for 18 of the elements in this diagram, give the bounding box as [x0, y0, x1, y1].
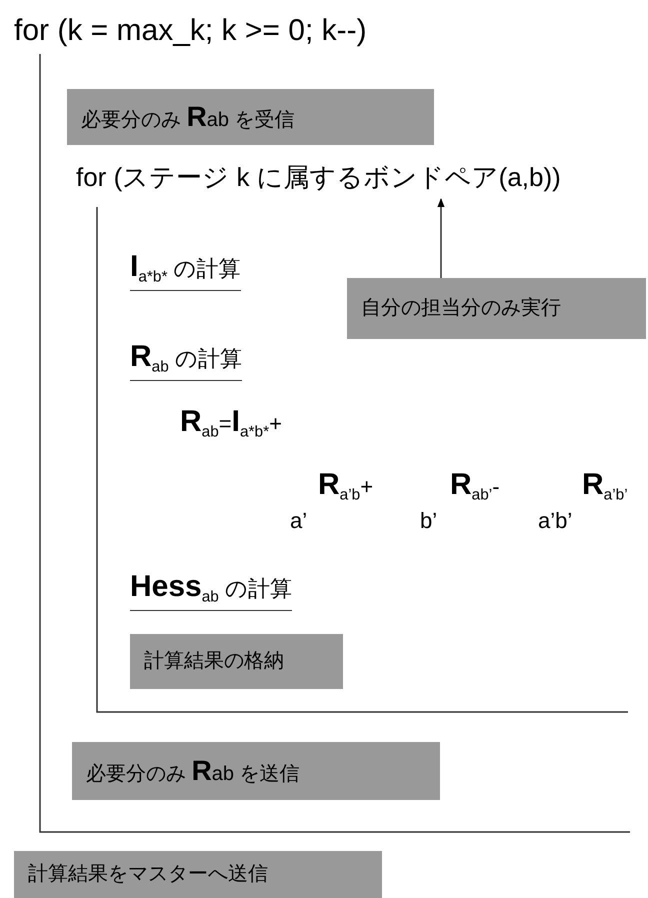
step-box: 計算結果の格納	[130, 634, 343, 689]
step-heading: Hess$_{ab}$ の計算	[130, 570, 292, 612]
formula: R$_{a’b’}$	[582, 468, 628, 504]
loop-header: for (k = max_k; k >= 0; k--)	[14, 14, 367, 48]
formula: R$_{ab’}$-	[450, 468, 500, 504]
arrow	[437, 198, 445, 278]
summation-index: b’	[420, 508, 438, 534]
summation-index: a’	[290, 508, 308, 534]
step-box: 必要分のみ Rab を受信	[67, 89, 434, 145]
loop-header: for (ステージ k に属するボンドペア(a,b))	[76, 160, 561, 195]
formula: R$_{ab}$=I$_{a*b*}$+	[180, 405, 282, 442]
note-box: 自分の担当分のみ実行	[347, 278, 646, 339]
formula: R$_{a’b}$+	[318, 468, 374, 504]
step-heading: I$_{a*b*}$ の計算	[130, 250, 241, 292]
step-box: 必要分のみ Rab を送信	[72, 742, 440, 800]
step-heading: R$_{ab}$ の計算	[130, 340, 242, 382]
summation-index: a’b’	[538, 508, 572, 534]
step-box: 計算結果をマスターへ送信	[14, 851, 382, 898]
